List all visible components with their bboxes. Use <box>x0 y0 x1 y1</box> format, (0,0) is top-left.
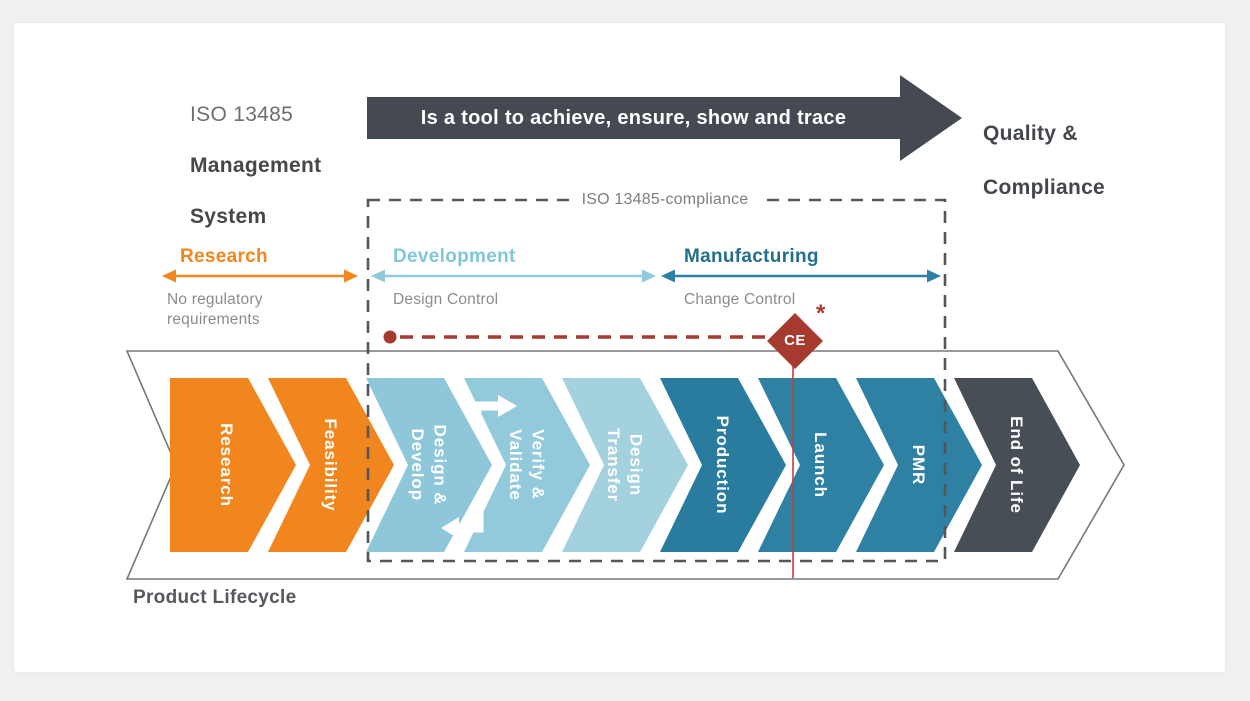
phase-research-heading: Research <box>180 246 268 267</box>
iso-title-line2: Management <box>190 153 322 177</box>
stage-label-feasibility: Feasibility <box>321 418 341 512</box>
stage-chevron-end-of-life <box>954 378 1080 552</box>
outcome-line1: Quality & <box>983 122 1078 145</box>
phase-manufacturing-heading: Manufacturing <box>684 246 819 267</box>
banner-arrow <box>367 75 962 161</box>
ce-diamond <box>767 313 823 369</box>
phase-development-heading: Development <box>393 246 516 267</box>
stage-label-end-of-life: End of Life <box>1007 416 1027 514</box>
ce-marker-label: CE <box>784 332 806 349</box>
product-lifecycle-title: Product Lifecycle <box>133 587 297 608</box>
phase-manufacturing-note: Change Control <box>684 291 796 308</box>
ce-marker-asterisk: * <box>816 300 826 327</box>
stage-label-production: Production <box>713 415 733 515</box>
stage-label-design-transfer: Design Transfer <box>604 427 646 503</box>
stage-label-design-develop: Design & Develop <box>408 424 450 506</box>
stage-chevron-design-transfer <box>562 378 688 552</box>
stage-label-research: Research <box>217 423 237 507</box>
stage-chevron-production <box>660 378 786 552</box>
manufacturing-range-arrow <box>661 269 941 283</box>
stage-label-pmr: PMR <box>909 444 929 486</box>
iso-title-line3: System <box>190 204 267 228</box>
development-range-arrow <box>371 269 656 283</box>
outcome-line2: Compliance <box>983 176 1106 199</box>
stage-chevron-verify-validate <box>464 378 590 552</box>
compliance-box-label: ISO 13485-compliance <box>571 191 759 209</box>
stage-chevron-pmr <box>856 378 982 552</box>
ce-trace-line <box>383 330 765 344</box>
iso-title-block: ISO 13485 Management System <box>190 76 321 255</box>
stage-label-verify-validate: Verify & Validate <box>506 429 548 501</box>
phase-development-note: Design Control <box>393 291 499 308</box>
stage-chevron-launch <box>758 378 884 552</box>
banner-text: Is a tool to achieve, ensure, show and t… <box>420 106 847 129</box>
stage-chevron-feasibility <box>268 378 394 552</box>
outcome-label: Quality & Compliance <box>983 93 1105 228</box>
stage-chevron-research <box>170 378 296 552</box>
stage-label-launch: Launch <box>811 432 831 498</box>
iteration-forward-arrow <box>472 395 517 430</box>
research-range-arrow <box>162 269 358 283</box>
compliance-dashed-box <box>366 198 947 563</box>
iteration-back-arrow <box>441 500 484 539</box>
phase-research-note: No regulatory requirements <box>167 291 263 328</box>
iso-title-line1: ISO 13485 <box>190 102 294 126</box>
stage-chevron-design-develop <box>366 378 492 552</box>
